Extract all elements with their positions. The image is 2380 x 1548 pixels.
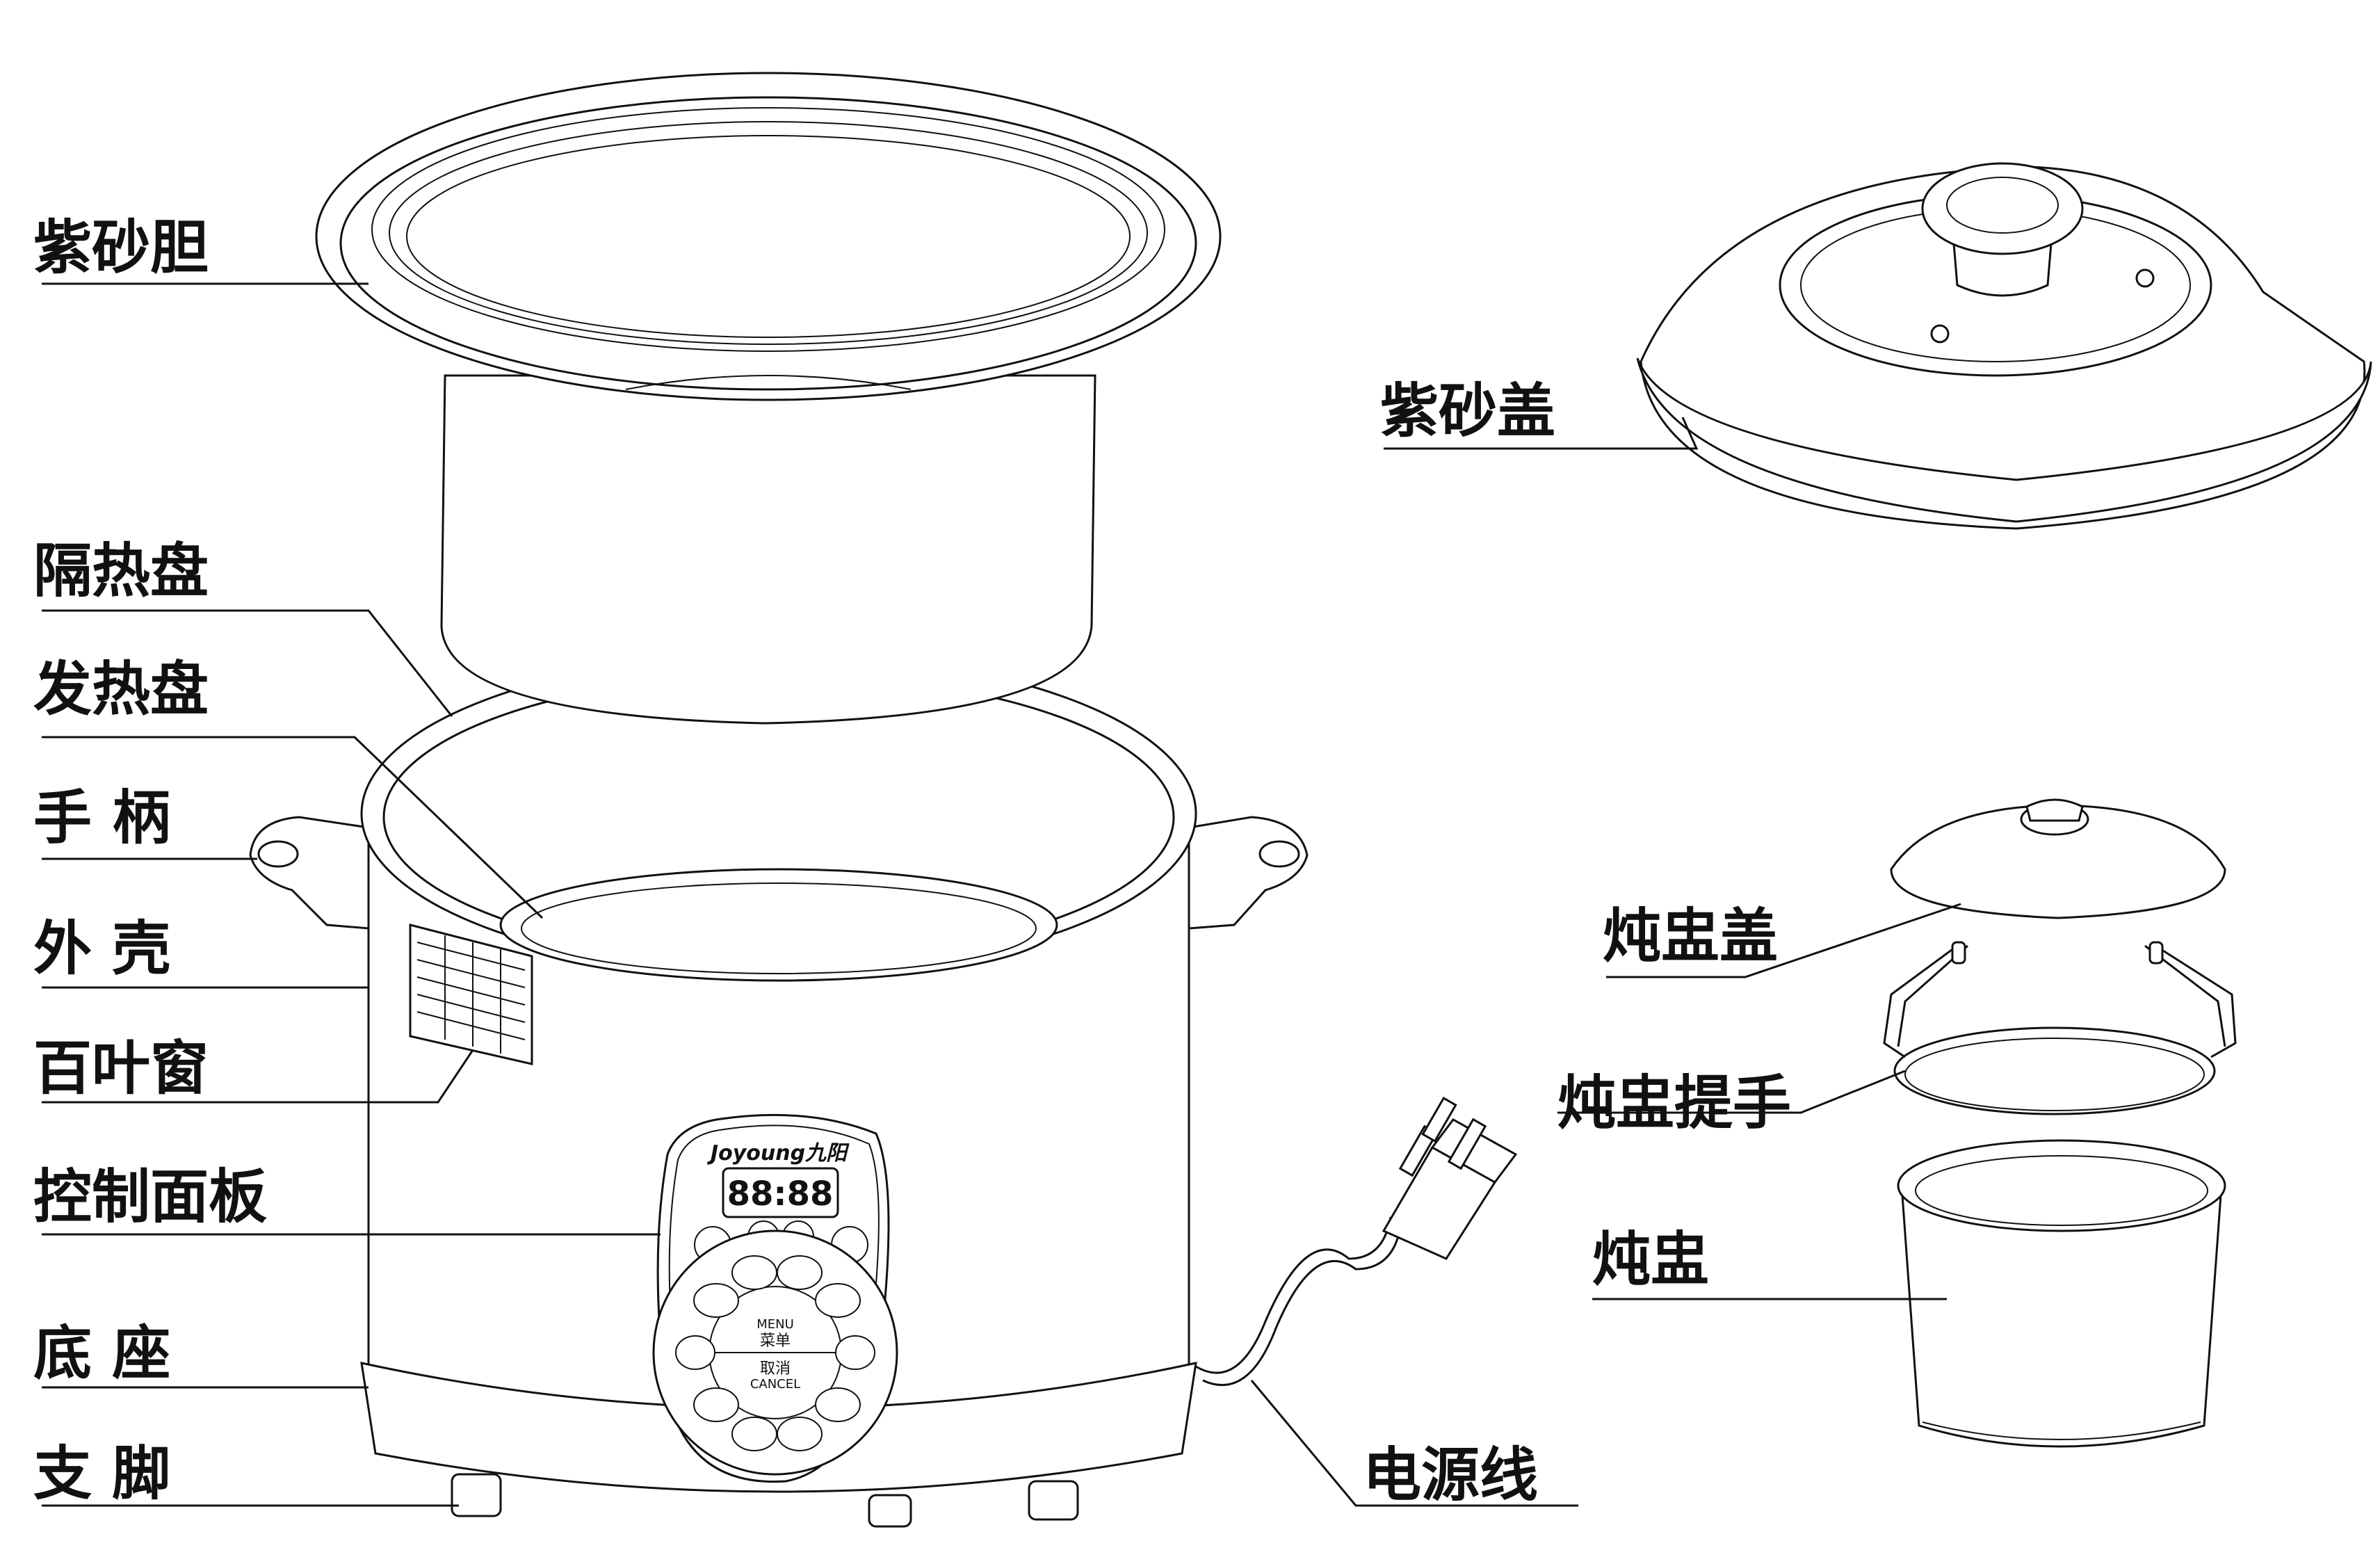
stew-cup-illustration (1897, 1139, 2226, 1448)
panel-cancel-en: CANCEL (750, 1377, 800, 1392)
inner-pot-illustration (315, 72, 1222, 725)
panel-display-frame (722, 1167, 839, 1218)
left-handle-drawing (249, 816, 370, 930)
part-labels: 紫砂胆 隔热盘 发热盘 手 柄 外 壳 百叶窗 控制面板 底 座 支 脚 紫砂盖… (33, 213, 1791, 1509)
label-power-cord: 电源线 (1363, 1440, 1538, 1509)
stew-cup-lid-illustration (1890, 798, 2226, 919)
control-panel-drawing: Joyoung九阳 88:88 MENU 菜单 取消 CANCEL (652, 1113, 898, 1483)
label-inner-pot: 紫砂胆 (33, 213, 209, 282)
foot-left (451, 1473, 502, 1517)
label-louver: 百叶窗 (33, 1033, 209, 1102)
label-stew-cup-lid: 炖盅盖 (1603, 901, 1778, 970)
foot-right (868, 1494, 912, 1528)
label-base: 底 座 (33, 1319, 170, 1387)
label-stew-cup-handle: 炖盅提手 (1557, 1068, 1791, 1137)
panel-cancel-cn: 取消 (760, 1360, 791, 1378)
leader-lines (42, 282, 1961, 1507)
panel-menu-cn: 菜单 (760, 1332, 791, 1350)
label-heating-plate: 发热盘 (33, 654, 209, 723)
label-handle: 手 柄 (33, 783, 170, 852)
label-stew-cup: 炖盅 (1592, 1225, 1709, 1293)
panel-display: 88:88 (727, 1175, 834, 1214)
label-outer-shell: 外 壳 (33, 914, 170, 983)
label-control-panel: 控制面板 (33, 1162, 267, 1231)
louver-drawing (409, 924, 533, 1065)
main-cooker-illustration: Joyoung九阳 88:88 MENU 菜单 取消 CANCEL (249, 652, 1309, 1528)
stew-cup-handle-illustration (1883, 941, 2237, 1115)
power-cord-illustration (1195, 1096, 1518, 1387)
right-handle-drawing (1188, 816, 1309, 930)
clay-lid-illustration (1636, 162, 2372, 530)
label-clay-lid: 紫砂盖 (1380, 376, 1555, 445)
label-feet: 支 脚 (33, 1439, 170, 1508)
foot-mid (1028, 1480, 1079, 1521)
panel-menu-en: MENU (756, 1317, 794, 1332)
label-heat-insulation-plate: 隔热盘 (33, 536, 209, 605)
heating-plate-drawing (499, 868, 1058, 982)
panel-brand: Joyoung九阳 (707, 1141, 850, 1166)
